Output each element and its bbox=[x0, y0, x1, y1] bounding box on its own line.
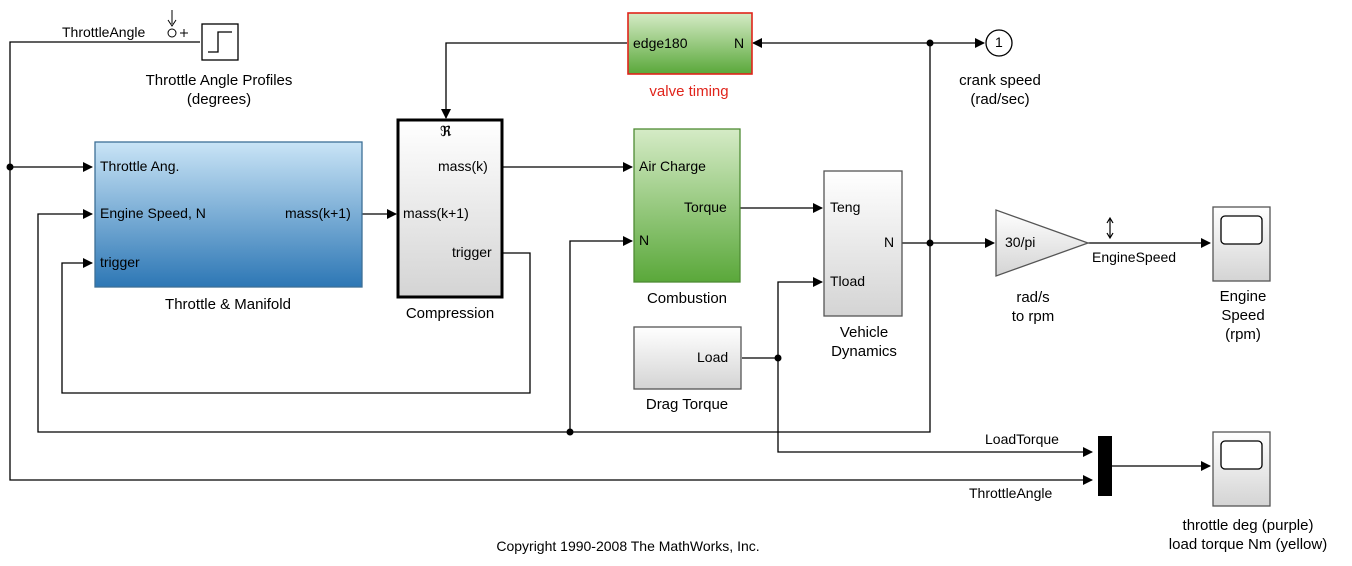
line-load[interactable] bbox=[742, 277, 823, 359]
drag-torque-block[interactable] bbox=[633, 326, 742, 390]
port-mass-k1-out: mass(k+1) bbox=[285, 205, 351, 221]
junction-dot bbox=[6, 163, 14, 171]
signal-label-throttle-top: ThrottleAngle bbox=[62, 24, 146, 40]
line-n-to-combustion[interactable] bbox=[569, 236, 633, 432]
gain-label-1: rad/s bbox=[1016, 289, 1050, 306]
engine-speed-scope-label-3: (rpm) bbox=[1225, 326, 1261, 343]
gain-block[interactable] bbox=[995, 209, 1090, 277]
combustion-block[interactable] bbox=[633, 128, 741, 283]
throttle-profiles-label-1: Throttle Angle Profiles bbox=[145, 72, 293, 89]
port-air-charge: Air Charge bbox=[639, 158, 706, 174]
port-edge180: edge180 bbox=[633, 35, 688, 51]
gain-label-2: to rpm bbox=[1011, 308, 1055, 325]
compression-label: Compression bbox=[405, 305, 495, 322]
mux-block[interactable] bbox=[1098, 436, 1112, 496]
throttle-manifold-block[interactable] bbox=[94, 141, 363, 288]
vehicle-dynamics-label-1: Vehicle bbox=[839, 324, 889, 341]
gain-value: 30/pi bbox=[1005, 234, 1036, 250]
combustion-label: Combustion bbox=[646, 290, 728, 307]
port-trigger-in: trigger bbox=[100, 254, 140, 270]
junction-dot bbox=[774, 354, 782, 362]
test-point-icon bbox=[1106, 216, 1114, 240]
valve-timing-label: valve timing bbox=[649, 83, 729, 100]
port-trigger-out: trigger bbox=[452, 244, 492, 260]
engine-speed-scope-label-2: Speed bbox=[1221, 307, 1265, 324]
line-valve-to-compression[interactable] bbox=[441, 42, 627, 119]
throttle-load-scope[interactable] bbox=[1212, 431, 1271, 507]
throttle-load-scope-label-2: load torque Nm (yellow) bbox=[1168, 536, 1328, 553]
junction-dot bbox=[926, 239, 934, 247]
port-load-out: Load bbox=[697, 349, 729, 365]
signal-label-throttle-bottom: ThrottleAngle bbox=[969, 485, 1053, 501]
port-tload: Tload bbox=[830, 273, 866, 289]
junction-dot bbox=[926, 39, 934, 47]
line-throttle-top[interactable] bbox=[9, 41, 1093, 485]
compression-block[interactable] bbox=[396, 118, 504, 299]
port-throttle-ang: Throttle Ang. bbox=[100, 158, 180, 174]
port-mass-k1-in: mass(k+1) bbox=[403, 205, 469, 221]
vehicle-dynamics-label-2: Dynamics bbox=[831, 343, 897, 360]
throttle-profiles-block[interactable] bbox=[167, 10, 239, 61]
junction-dot bbox=[566, 428, 574, 436]
port-valve-n: N bbox=[734, 35, 745, 51]
crank-speed-label-2: (rad/sec) bbox=[970, 91, 1030, 108]
crank-speed-number: 1 bbox=[995, 34, 1003, 50]
port-combustion-n: N bbox=[639, 232, 650, 248]
port-mass-k-out: mass(k) bbox=[438, 158, 488, 174]
port-torque-out: Torque bbox=[684, 199, 727, 215]
engine-speed-scope[interactable] bbox=[1212, 206, 1271, 282]
vehicle-dynamics-block[interactable] bbox=[823, 170, 903, 317]
signal-lines bbox=[9, 38, 1211, 485]
throttle-load-scope-label-1: throttle deg (purple) bbox=[1182, 517, 1314, 534]
throttle-profiles-label-2: (degrees) bbox=[186, 91, 252, 108]
signal-label-load-torque: LoadTorque bbox=[985, 431, 1059, 447]
signal-label-engine-speed: EngineSpeed bbox=[1092, 249, 1177, 265]
line-trigger-loop[interactable] bbox=[61, 252, 531, 394]
junctions bbox=[6, 39, 934, 436]
valve-timing-block[interactable] bbox=[627, 12, 753, 75]
drag-torque-label: Drag Torque bbox=[645, 396, 729, 413]
throttle-manifold-label: Throttle & Manifold bbox=[165, 296, 291, 313]
port-teng: Teng bbox=[830, 199, 861, 215]
compression-glyph: ℜ bbox=[440, 123, 452, 139]
port-engine-speed: Engine Speed, N bbox=[100, 205, 206, 221]
crank-speed-label-1: crank speed bbox=[959, 72, 1041, 89]
line-n-down[interactable] bbox=[37, 209, 931, 433]
copyright-text: Copyright 1990-2008 The MathWorks, Inc. bbox=[496, 538, 760, 554]
crank-speed-outport[interactable] bbox=[985, 29, 1013, 57]
port-vehicle-n: N bbox=[884, 234, 895, 250]
line-load-torque[interactable] bbox=[777, 358, 1093, 457]
engine-speed-scope-label-1: Engine bbox=[1219, 288, 1267, 305]
